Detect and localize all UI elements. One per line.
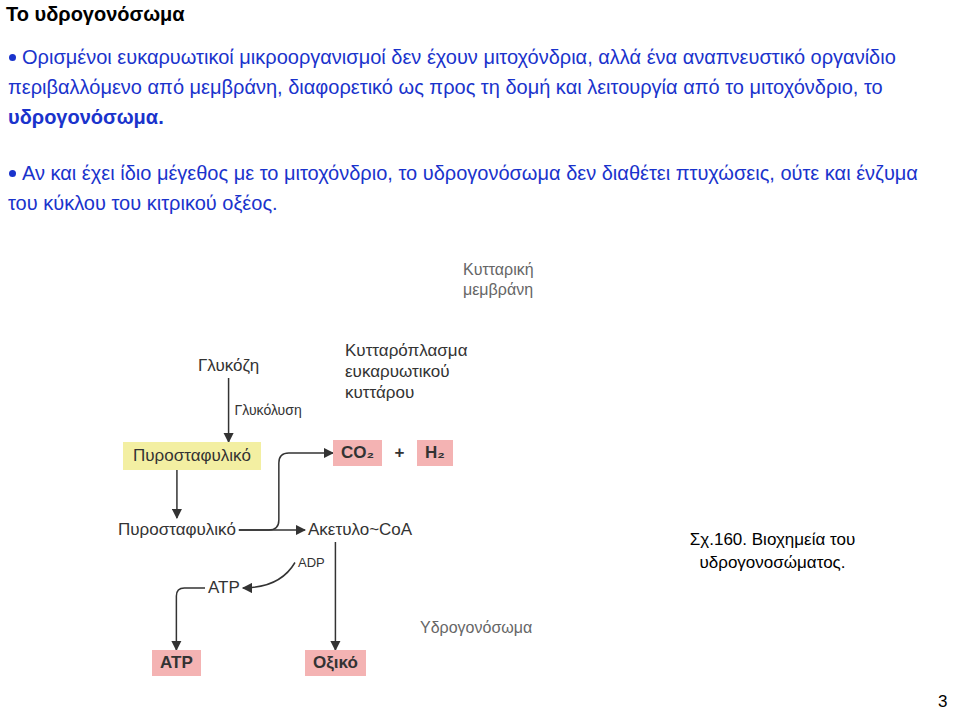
reaction-arrow: [228, 378, 230, 442]
bullet-text: Ορισμένοι ευκαρυωτικοί μικροοργανισμοί δ…: [8, 42, 953, 132]
metabolite-label: Πυροσταφυλικό: [115, 518, 239, 542]
slide-title: Το υδρογονόσωμα: [6, 3, 185, 26]
product-box: CO₂: [333, 440, 382, 466]
cofactor-label: ADP: [295, 553, 328, 572]
hydrogenosome-organelle: ΥδρογονόσωμαΠυροσταφυλικόΑκετυλο~CoAADPA…: [90, 468, 480, 650]
cytoplasm-label: Κυτταρόπλασμα ευκαρυωτικού κυττάρου: [345, 340, 505, 403]
node-text: ATP: [208, 578, 240, 598]
cell-region: Κυτταρική μεμβράνηΚυτταρόπλασμα ευκαρυωτ…: [15, 250, 615, 705]
reaction-arrow: [335, 542, 337, 650]
node-text: Ακετυλο~CoA: [308, 520, 412, 540]
node-text: ADP: [298, 555, 325, 570]
membrane-label: Κυτταρική μεμβράνη: [463, 260, 573, 300]
product-box: Οξικό: [305, 650, 366, 676]
edge-label: Γλυκόλυση: [235, 402, 302, 418]
node-text: ATP: [160, 653, 193, 673]
figure-caption: Σχ.160. Βιοχημεία του υδρογονοσώματος.: [640, 528, 905, 574]
node-text: CO₂: [341, 443, 374, 463]
page-number: 3: [938, 692, 947, 712]
plus-sign: +: [395, 443, 405, 463]
metabolite-label: Ακετυλο~CoA: [305, 518, 415, 542]
node-text: Γλυκόζη: [198, 356, 259, 376]
product-box: H₂: [417, 440, 453, 466]
node-text: Πυροσταφυλικό: [118, 520, 236, 540]
cofactor-label: ATP: [205, 576, 243, 600]
pyruvate-box: Πυροσταφυλικό: [123, 442, 261, 470]
reaction-arrow: [176, 588, 205, 650]
bullet-dot: [9, 170, 16, 177]
node-text: H₂: [425, 443, 445, 463]
product-box: ATP: [152, 650, 201, 676]
bold-term: υδρογονόσωμα.: [8, 106, 164, 128]
text-part: Ορισμένοι ευκαρυωτικοί μικροοργανισμοί δ…: [8, 46, 896, 98]
node-text: Οξικό: [313, 653, 358, 673]
bullet-text: Αν και έχει ίδιο μέγεθος με το μιτοχόνδρ…: [8, 158, 953, 218]
metabolite-label: Γλυκόζη: [195, 354, 262, 378]
reaction-arrow: [243, 563, 295, 589]
cytoplasm-ground: [15, 250, 615, 705]
bullet-dot: [9, 54, 16, 61]
organelle-label: Υδρογονόσωμα: [420, 618, 532, 638]
node-text: Πυροσταφυλικό: [133, 446, 251, 466]
reaction-arrow: [176, 470, 178, 518]
